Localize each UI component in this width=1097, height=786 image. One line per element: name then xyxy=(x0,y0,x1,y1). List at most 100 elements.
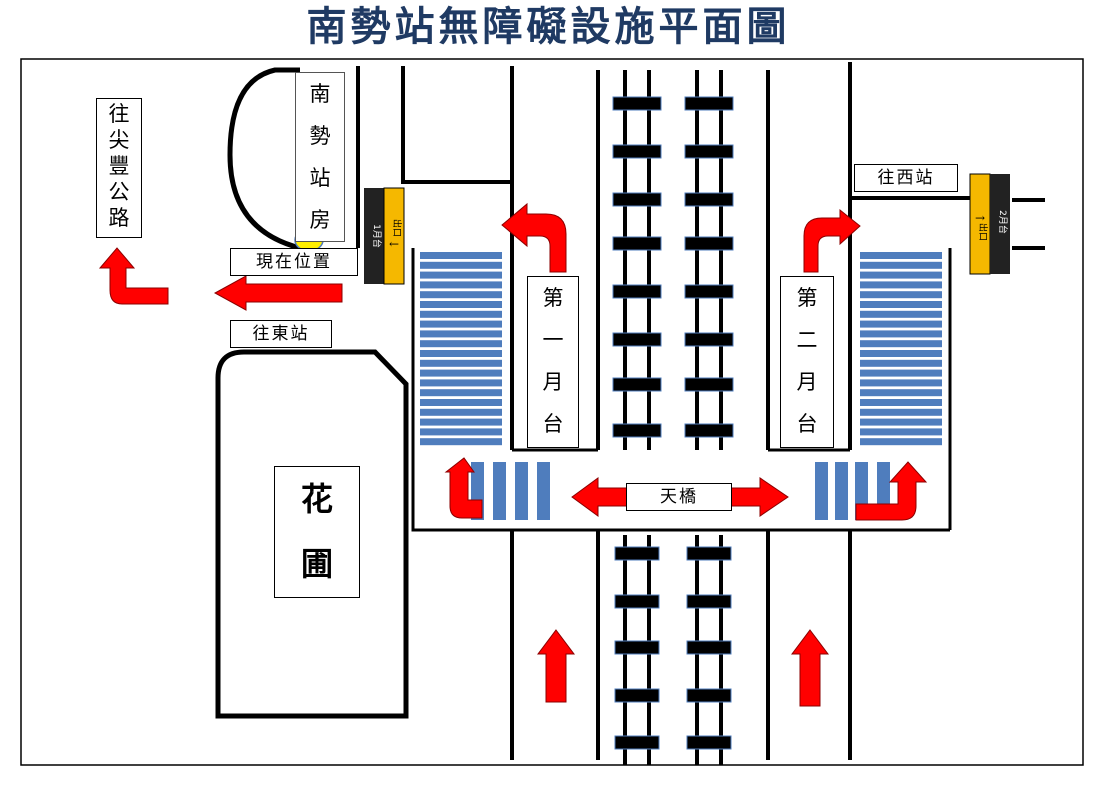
sleeper xyxy=(686,640,732,655)
sleeper xyxy=(612,284,662,299)
stair-step-right xyxy=(860,281,942,289)
sleeper xyxy=(614,594,660,609)
stair-step-overpass-left xyxy=(537,462,550,520)
direction-arrows xyxy=(98,202,928,707)
sleeper xyxy=(614,640,660,655)
stair-step-left xyxy=(420,301,502,308)
exit-2-sign-text-black: 2月台 xyxy=(997,210,1009,234)
label-overpass: 天橋 xyxy=(626,483,732,511)
stair-step-left xyxy=(420,252,502,259)
sleeper xyxy=(684,236,734,251)
label-current-position: 現在位置 xyxy=(230,248,358,276)
stair-step-left xyxy=(420,310,502,318)
label-garden: 花 圃 xyxy=(274,466,360,598)
exit-1-arrow-glyph: ← xyxy=(389,237,399,251)
stair-step-left xyxy=(420,291,502,299)
stair-step-right xyxy=(860,291,942,299)
label-platform-2: 第 二 月 台 xyxy=(780,276,834,448)
sleeper xyxy=(612,423,662,438)
exit-1-sign-text-black: 1月台 xyxy=(371,224,383,248)
arrow-platform-1-up xyxy=(501,202,567,273)
stair-step-right xyxy=(860,408,942,416)
stair-step-left xyxy=(420,330,502,338)
arrow-overpass-left xyxy=(444,457,483,519)
sleeper xyxy=(612,192,662,207)
stair-step-right xyxy=(860,320,942,328)
stair-step-overpass-left xyxy=(515,462,528,520)
sleeper xyxy=(612,236,662,251)
sleeper xyxy=(686,546,732,561)
garden-outline xyxy=(215,349,409,719)
sleeper xyxy=(686,594,732,609)
stair-step-left xyxy=(420,408,502,416)
exit-1-sign-yellow xyxy=(383,187,405,285)
stair-step-left xyxy=(420,399,502,406)
label-to-west-station: 往西站 xyxy=(854,164,958,192)
stair-step-left xyxy=(420,271,502,279)
sleeper xyxy=(684,377,734,392)
stair-step-left xyxy=(420,340,502,348)
label-platform-1: 第 一 月 台 xyxy=(527,276,579,448)
map-title: 南勢站無障礙設施平面圖 xyxy=(306,3,791,50)
stair-step-left xyxy=(420,379,502,387)
exit-2-arrow-glyph: → xyxy=(975,211,985,225)
stairs xyxy=(420,252,942,520)
stair-step-left xyxy=(420,359,502,367)
sleeper xyxy=(684,144,734,159)
overpass-left-wall xyxy=(411,248,512,532)
label-to-jianfeng-road: 往 尖 豐 公 路 xyxy=(96,98,142,238)
exit-2-sign-text-yellow: 出口 xyxy=(977,223,989,241)
stair-step-right xyxy=(860,330,942,338)
exit-1-sign-text-yellow: 出口 xyxy=(391,219,403,237)
railway-tracks xyxy=(612,70,734,765)
stair-step-left xyxy=(420,350,502,357)
sleeper xyxy=(684,192,734,207)
stair-step-right xyxy=(860,359,942,367)
sleeper xyxy=(612,332,662,347)
stair-step-right xyxy=(860,389,942,397)
arrow-to-road xyxy=(98,247,169,305)
sleeper xyxy=(686,735,732,750)
sleeper xyxy=(686,688,732,703)
stair-step-left xyxy=(420,369,502,377)
sleeper xyxy=(684,284,734,299)
stair-step-right xyxy=(860,310,942,318)
stair-step-right xyxy=(860,438,942,446)
stair-step-right xyxy=(860,252,942,259)
label-station-building: 南 勢 站 房 xyxy=(295,72,345,242)
stair-step-right xyxy=(860,379,942,387)
exit-2-sign-black xyxy=(990,174,1010,274)
stair-step-right xyxy=(860,271,942,279)
stair-step-left xyxy=(420,438,502,446)
sleeper xyxy=(612,96,662,111)
stair-step-overpass-right xyxy=(815,462,828,520)
exit-1-sign-black xyxy=(364,188,384,284)
stair-step-overpass-left xyxy=(493,462,506,520)
arrow-platform-2-up xyxy=(803,208,861,273)
sleeper xyxy=(612,144,662,159)
stair-step-left xyxy=(420,389,502,397)
stair-step-overpass-right xyxy=(835,462,848,520)
map-frame xyxy=(20,58,1084,766)
stair-step-right xyxy=(860,428,942,436)
stair-step-right xyxy=(860,418,942,426)
station-building-outline xyxy=(227,67,301,251)
sleeper xyxy=(614,735,660,750)
arrow-lower-left-up xyxy=(537,629,575,703)
stair-step-right xyxy=(860,301,942,308)
sleeper xyxy=(612,377,662,392)
stair-step-right xyxy=(860,399,942,406)
sleeper xyxy=(684,423,734,438)
stair-step-left xyxy=(420,261,502,269)
stair-step-right xyxy=(860,261,942,269)
stair-step-left xyxy=(420,428,502,436)
stair-step-left xyxy=(420,281,502,289)
arrow-to-east-station xyxy=(213,275,343,311)
road-edge-upper-left xyxy=(401,66,512,184)
sleeper xyxy=(684,96,734,111)
label-to-east-station: 往東站 xyxy=(230,320,332,348)
arrow-lower-right-up xyxy=(791,629,829,707)
stair-step-left xyxy=(420,320,502,328)
stair-step-right xyxy=(860,369,942,377)
